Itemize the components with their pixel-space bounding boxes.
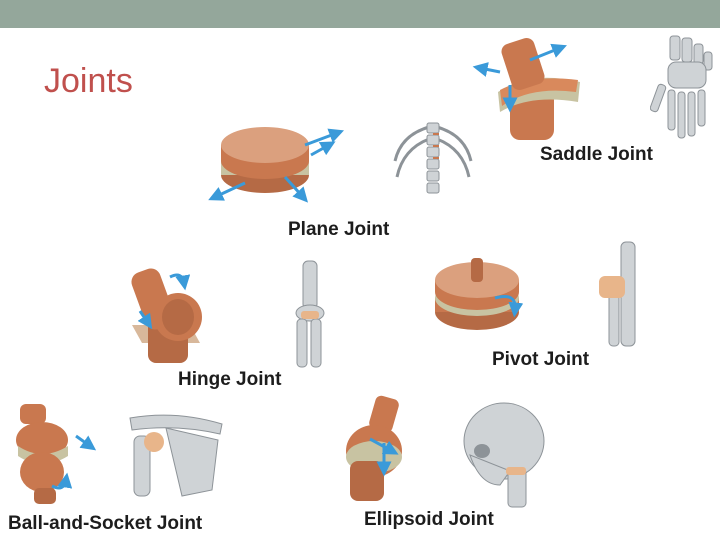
ball-and-socket-joint-model-icon [6, 402, 116, 510]
saddle-joint-group: Saddle Joint [470, 30, 720, 180]
skull-skeleton-icon [460, 399, 550, 509]
slide-title: Joints [44, 62, 133, 101]
radius-ulna-skeleton-icon [595, 240, 651, 350]
elbow-skeleton-icon [285, 259, 335, 369]
ball-and-socket-joint-label: Ball-and-Socket Joint [8, 513, 202, 535]
hinge-joint-label: Hinge Joint [178, 369, 281, 391]
pivot-joint-group: Pivot Joint [425, 240, 695, 380]
spine-ribs-skeleton-icon [391, 121, 475, 201]
pivot-joint-model-icon [425, 240, 545, 345]
saddle-joint-model-icon [470, 30, 590, 145]
pivot-joint-label: Pivot Joint [492, 349, 589, 371]
plane-joint-label: Plane Joint [288, 219, 389, 241]
shoulder-skeleton-icon [126, 410, 226, 498]
hinge-joint-model-icon [120, 255, 230, 365]
title-bar [0, 0, 720, 28]
ellipsoid-joint-model-icon [330, 395, 420, 507]
plane-joint-group: Plane Joint [205, 115, 485, 245]
ball-and-socket-joint-group: Ball-and-Socket Joint [6, 402, 256, 540]
hinge-joint-group: Hinge Joint [120, 255, 360, 395]
ellipsoid-joint-label: Ellipsoid Joint [364, 509, 494, 531]
hand-skeleton-icon [650, 34, 716, 144]
ellipsoid-joint-group: Ellipsoid Joint [330, 395, 590, 535]
plane-joint-model-icon [205, 115, 355, 210]
saddle-joint-label: Saddle Joint [540, 144, 653, 166]
